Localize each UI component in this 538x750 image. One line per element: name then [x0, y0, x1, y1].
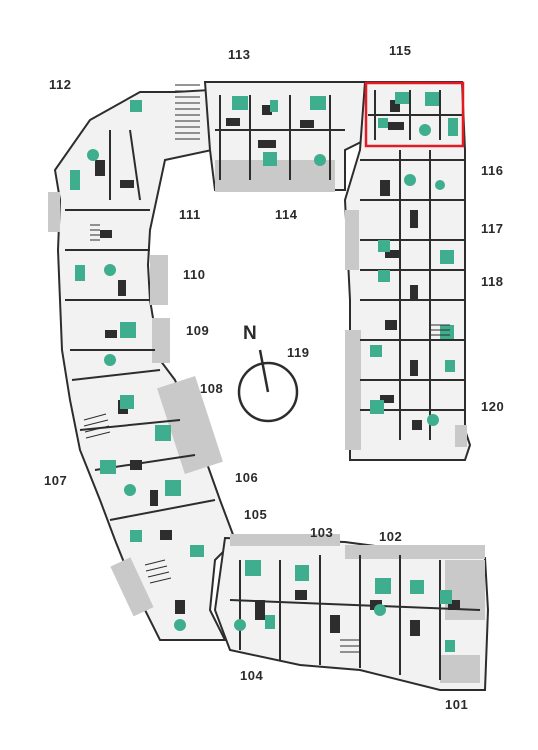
furniture [70, 92, 458, 652]
unit-label-107[interactable]: 107 [44, 473, 68, 488]
unit-label-104[interactable]: 104 [240, 668, 264, 683]
compass [237, 349, 299, 423]
unit-label-105[interactable]: 105 [244, 507, 268, 522]
north-arrow-icon [258, 349, 270, 393]
unit-label-112[interactable]: 112 [49, 77, 72, 92]
unit-label-120[interactable]: 120 [481, 399, 505, 414]
selected-unit-highlight[interactable] [364, 81, 465, 148]
unit-label-119[interactable]: 119 [287, 345, 310, 360]
unit-label-108[interactable]: 108 [200, 381, 224, 396]
unit-label-102[interactable]: 102 [379, 529, 403, 544]
interior-walls [65, 90, 481, 680]
compass-circle [237, 361, 299, 423]
unit-label-101[interactable]: 101 [445, 697, 469, 712]
unit-label-103[interactable]: 103 [310, 525, 334, 540]
unit-label-116[interactable]: 116 [481, 163, 504, 178]
unit-label-118[interactable]: 118 [481, 274, 504, 289]
building-west-wing [53, 88, 237, 641]
unit-label-117[interactable]: 117 [481, 221, 504, 236]
unit-label-109[interactable]: 109 [186, 323, 210, 338]
compass-north-label: N [243, 323, 257, 344]
stairs [83, 84, 450, 653]
unit-label-113[interactable]: 113 [228, 47, 251, 62]
unit-label-115[interactable]: 115 [389, 43, 412, 58]
unit-label-110[interactable]: 110 [183, 267, 206, 282]
unit-label-106[interactable]: 106 [235, 470, 259, 485]
unit-label-111[interactable]: 111 [179, 207, 201, 222]
wall-blocks [95, 100, 460, 636]
unit-label-114[interactable]: 114 [275, 207, 298, 222]
